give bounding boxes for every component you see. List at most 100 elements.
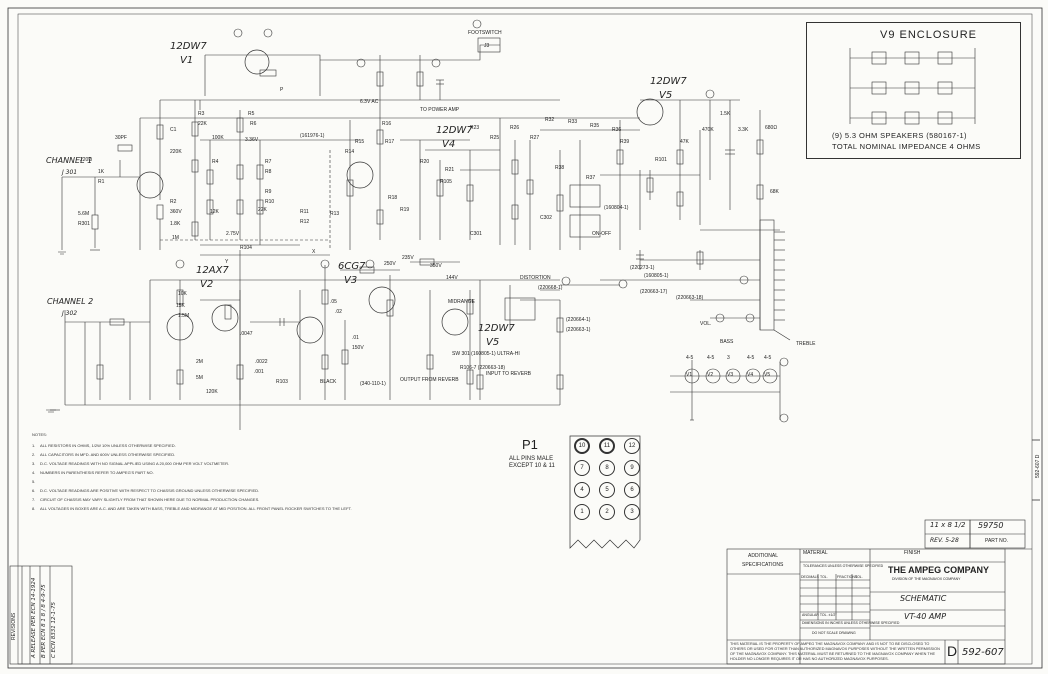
tolerances-label: TOLERANCES UNLESS OTHERWISE SPECIFIED bbox=[803, 564, 884, 568]
component-value: R5 bbox=[248, 111, 255, 117]
component-value: 12K bbox=[210, 209, 219, 215]
component-value: P bbox=[280, 87, 284, 93]
enclosure-title: V9 ENCLOSURE bbox=[880, 29, 977, 41]
component-value: C302 bbox=[540, 215, 552, 221]
ownership-disclaimer: THIS MATERIAL IS THE PROPERTY OF AMPEG T… bbox=[730, 642, 940, 661]
company-subtitle: DIVISION OF THE MAGNAVOX COMPANY bbox=[892, 577, 961, 581]
component-value: TREBLE bbox=[796, 341, 816, 347]
component-value: R10 bbox=[265, 199, 275, 205]
component-value: 470K bbox=[702, 127, 714, 133]
component-value: R38 bbox=[555, 165, 565, 171]
plug-pin: 12 bbox=[624, 438, 640, 454]
tube-v2-type: 12AX7 bbox=[196, 265, 229, 276]
tube-envelopes bbox=[136, 49, 664, 344]
component-value: R21 bbox=[445, 167, 455, 173]
component-value: 1.5K bbox=[720, 111, 731, 117]
plug-pin: 9 bbox=[624, 460, 640, 476]
tube-v5a bbox=[636, 98, 664, 126]
note-text: D.C. VOLTAGE READINGS ARE POSITIVE WITH … bbox=[40, 488, 260, 493]
component-value: R17 bbox=[385, 139, 395, 145]
component-value: SW 301 (160805-1) ULTRA-HI bbox=[452, 351, 520, 357]
component-value: R35 bbox=[590, 123, 600, 129]
footswitch-label: FOOTSWITCH bbox=[468, 30, 502, 36]
plug-title: P1 bbox=[522, 437, 538, 452]
component-value: 22K bbox=[258, 207, 267, 213]
component-value: R11 bbox=[300, 209, 309, 215]
component-value: 2M bbox=[196, 359, 203, 365]
jack-j3: J3 bbox=[484, 43, 490, 49]
plug-pin: 2 bbox=[599, 504, 615, 520]
component-value: .0047 bbox=[240, 331, 253, 337]
tol-header-tol1: TOL. bbox=[820, 575, 828, 579]
tube-v2-ref: V2 bbox=[200, 279, 214, 290]
revision-letter: A bbox=[31, 652, 37, 658]
component-value: 68K bbox=[770, 189, 779, 195]
revision-letter: B bbox=[41, 652, 47, 658]
note-text: NUMBERS IN PARENTHESIS REFER TO AMPEG'S … bbox=[40, 470, 154, 475]
tol-header-decimals: DECIMALS bbox=[801, 575, 819, 579]
component-value: 100K bbox=[212, 135, 224, 141]
heater-pin-label: 4-5 bbox=[707, 355, 715, 361]
component-value: R1 bbox=[98, 179, 105, 185]
plug-pin: 4 bbox=[574, 482, 590, 498]
tube-v1-ref: V1 bbox=[180, 55, 194, 66]
notes-heading: NOTES: bbox=[32, 432, 47, 437]
plug-note-line1: ALL PINS MALE bbox=[509, 456, 554, 462]
component-value: (220663-18) bbox=[676, 295, 704, 301]
component-value: 47K bbox=[680, 139, 689, 145]
component-value: R20 bbox=[420, 159, 430, 165]
revision-entry: A RELEASE PER ECN 14-1924 bbox=[31, 578, 38, 658]
component-value: R9 bbox=[265, 189, 272, 195]
speaker-array bbox=[849, 48, 976, 125]
component-value: R106-7 (220663-18) bbox=[460, 365, 506, 371]
p1-connector-body bbox=[569, 435, 641, 549]
plug-pin: 10 bbox=[574, 438, 590, 454]
note-number: 2. bbox=[32, 452, 36, 457]
component-value: R19 bbox=[400, 207, 410, 213]
revision-letter: C bbox=[51, 652, 57, 658]
component-value: .001 bbox=[254, 369, 264, 375]
note-item: 1.ALL RESISTORS IN OHMS, 1/2W 10% UNLESS… bbox=[32, 443, 372, 448]
drawing-frame bbox=[7, 7, 1043, 669]
component-value: (220273-1) bbox=[630, 265, 655, 271]
component-value: 350V bbox=[430, 263, 442, 269]
tol-header-fractions: FRACTIONS bbox=[837, 575, 858, 579]
component-value: TO POWER AMP bbox=[420, 107, 460, 113]
component-value: R14 bbox=[345, 149, 355, 155]
component-value: (220668-1) bbox=[538, 285, 563, 291]
note-number: 4. bbox=[32, 470, 36, 475]
heater-tube-label: V1 bbox=[686, 372, 693, 378]
jack-j302: J 302 bbox=[62, 310, 78, 317]
component-value: 150V bbox=[352, 345, 364, 351]
enclosure-impedance: TOTAL NOMINAL IMPEDANCE 4 OHMS bbox=[832, 142, 981, 151]
component-value: (161976-1) bbox=[300, 133, 325, 139]
component-value: 360V bbox=[170, 209, 182, 215]
drawing-notes: NOTES: 1.ALL RESISTORS IN OHMS, 1/2W 10%… bbox=[32, 432, 372, 515]
heater-chain bbox=[670, 357, 789, 423]
angular-tolerance: ANGULAR TOL. ±1/2° bbox=[802, 613, 837, 617]
side-drawing-stamp: 592-607 D bbox=[1035, 454, 1041, 478]
tube-v1a bbox=[136, 171, 164, 199]
dimensions-note: DIMENSIONS IN INCHES UNLESS OTHERWISE SP… bbox=[802, 621, 900, 625]
component-value: R3 bbox=[198, 111, 205, 117]
tube-v4a bbox=[346, 161, 374, 189]
component-value: R18 bbox=[388, 195, 398, 201]
tube-v1-type: 12DW7 bbox=[170, 41, 207, 52]
tube-v1b bbox=[244, 49, 270, 75]
note-text: D.C. VOLTAGE READINGS WITH NO SIGNAL APP… bbox=[40, 461, 230, 466]
jack-j301: J 301 bbox=[62, 169, 78, 176]
title-block-grid bbox=[726, 519, 1032, 665]
drawing-number: 592-607 bbox=[962, 647, 1004, 658]
component-value: 22K bbox=[198, 121, 207, 127]
plug-pin: 11 bbox=[599, 438, 615, 454]
tol-header-tol2: TOL. bbox=[855, 575, 863, 579]
component-value: R13 bbox=[330, 211, 340, 217]
component-value: R37 bbox=[586, 175, 596, 181]
drawing-size: D bbox=[947, 643, 958, 659]
component-value: R39 bbox=[620, 139, 630, 145]
note-number: 1. bbox=[32, 443, 36, 448]
heater-tube-label: V4 bbox=[747, 372, 754, 378]
heater-tube-label: V3 bbox=[727, 372, 734, 378]
tube-v5-type: 12DW7 bbox=[650, 76, 687, 87]
plug-pin: 8 bbox=[599, 460, 615, 476]
